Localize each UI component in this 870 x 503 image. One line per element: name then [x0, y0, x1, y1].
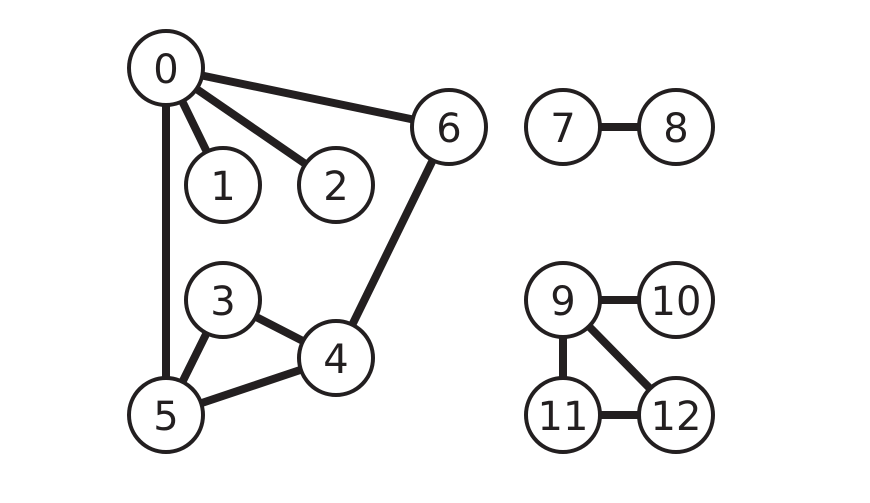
- node-label-1: 1: [210, 164, 235, 210]
- node-circle-3: [184, 261, 262, 339]
- node-label-0: 0: [153, 47, 178, 93]
- node-circle-4: [297, 319, 375, 397]
- node-2: 2: [297, 146, 375, 224]
- node-label-8: 8: [663, 106, 688, 152]
- node-1: 1: [184, 146, 262, 224]
- node-circle-2: [297, 146, 375, 224]
- node-circle-6: [410, 88, 488, 166]
- node-circle-8: [637, 88, 715, 166]
- node-label-12: 12: [651, 394, 702, 440]
- node-8: 8: [637, 88, 715, 166]
- node-label-5: 5: [153, 394, 178, 440]
- node-circle-1: [184, 146, 262, 224]
- node-6: 6: [410, 88, 488, 166]
- node-11: 11: [524, 376, 602, 454]
- node-label-7: 7: [550, 106, 575, 152]
- node-label-2: 2: [323, 164, 348, 210]
- edge-0-6: [165, 64, 450, 131]
- node-10: 10: [637, 261, 715, 339]
- node-label-10: 10: [651, 279, 702, 325]
- node-label-6: 6: [436, 106, 461, 152]
- node-4: 4: [297, 319, 375, 397]
- node-0: 0: [127, 29, 205, 107]
- node-12: 12: [637, 376, 715, 454]
- node-label-9: 9: [550, 279, 575, 325]
- node-circle-9: [524, 261, 602, 339]
- node-9: 9: [524, 261, 602, 339]
- node-label-4: 4: [323, 337, 348, 383]
- node-circle-11: [524, 376, 602, 454]
- node-5: 5: [127, 376, 205, 454]
- node-circle-12: [637, 376, 715, 454]
- node-circle-5: [127, 376, 205, 454]
- node-7: 7: [524, 88, 602, 166]
- node-label-3: 3: [210, 279, 235, 325]
- edge-6-4: [332, 125, 453, 360]
- node-label-11: 11: [538, 394, 589, 440]
- node-circle-7: [524, 88, 602, 166]
- node-circle-10: [637, 261, 715, 339]
- node-3: 3: [184, 261, 262, 339]
- node-circle-0: [127, 29, 205, 107]
